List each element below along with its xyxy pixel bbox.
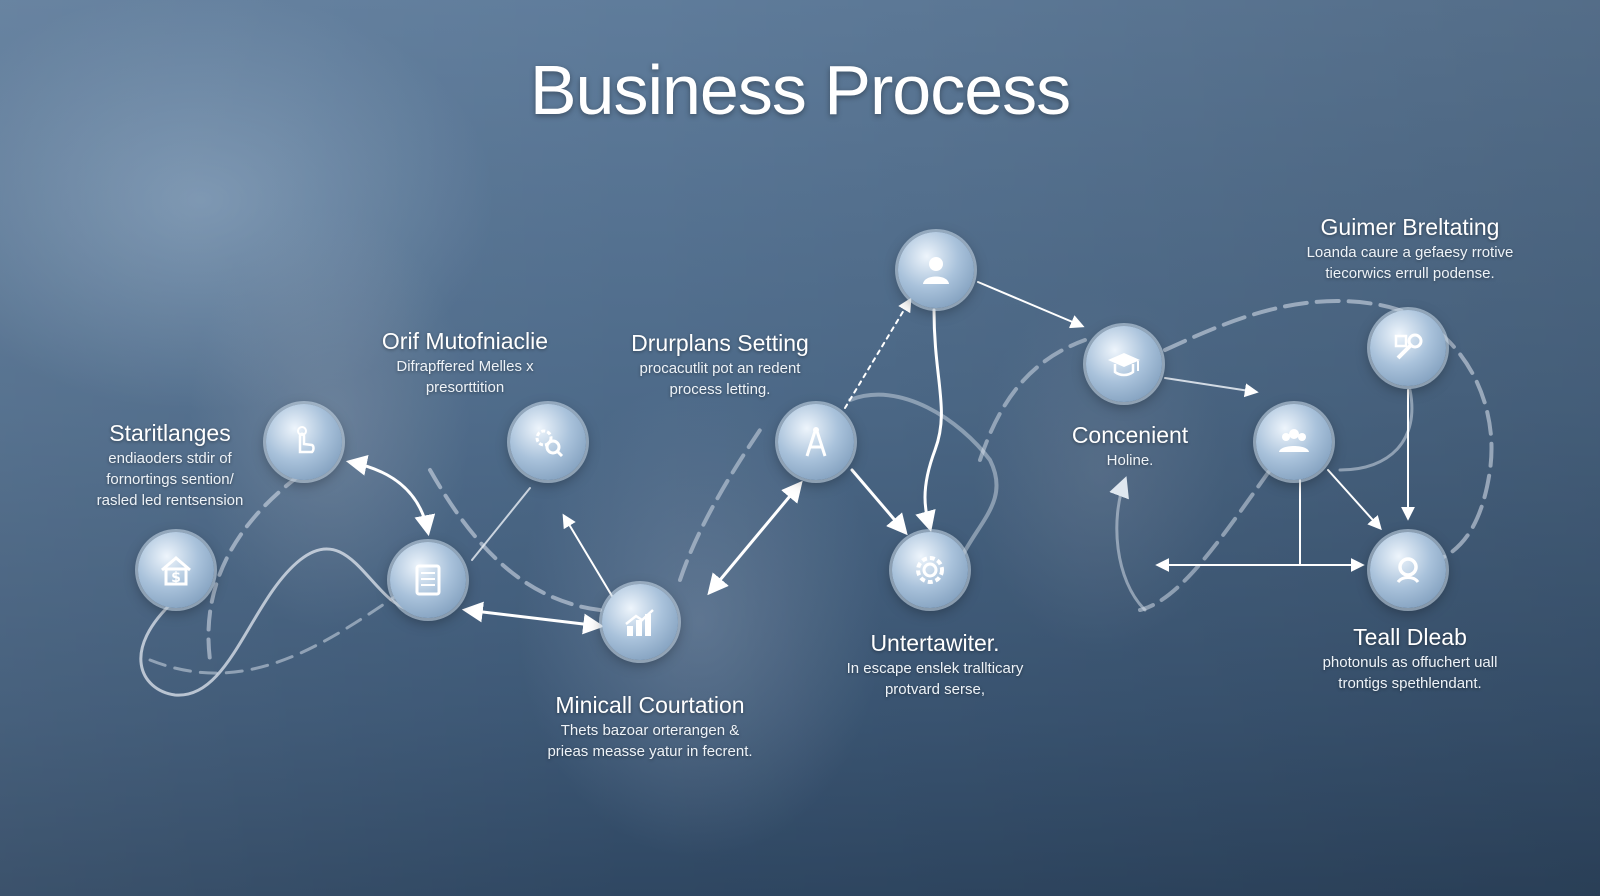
label-stage-4: Minicall Courtation Thets bazoar orteran…: [500, 690, 800, 762]
connector-curve: [1163, 299, 1494, 567]
label-line: protvard serse,: [884, 681, 986, 698]
label-heading: Minicall Courtation: [555, 692, 745, 718]
node-review[interactable]: [1370, 532, 1446, 608]
gear-cycle-icon: [916, 556, 944, 584]
magnifier-icon: [1396, 557, 1420, 584]
label-heading: Concenient: [1071, 422, 1189, 448]
label-line: presorttition: [425, 379, 505, 396]
connector-curve: [978, 338, 1087, 462]
label-line: endiaoders stdir of: [108, 450, 232, 467]
label-line: rasled led rentsension: [96, 492, 244, 509]
label-line: trontigs spethlendant.: [1338, 675, 1482, 692]
label-stage-1: Staritlanges endiaoders stdir of fornort…: [40, 418, 300, 511]
node-execution[interactable]: [892, 532, 968, 608]
label-line: photonuls as offuchert uall: [1322, 654, 1498, 671]
connector-curve: [678, 428, 762, 582]
connector-arrow: [562, 513, 613, 597]
connector-curve: [1138, 468, 1272, 612]
connector-arrow: [1327, 469, 1382, 531]
hand-touch-icon: [297, 426, 315, 454]
dollar-house-icon: $: [161, 556, 191, 586]
label-line: Thets bazoar orterangen &: [560, 722, 740, 739]
connector-curve: [1338, 388, 1414, 472]
label-line: Loanda caure a gefaesy rrotive: [1306, 244, 1514, 261]
team-icon: [1279, 429, 1309, 452]
tools-icon: [1394, 333, 1423, 360]
label-line: Difrapffered Melles x: [396, 358, 534, 375]
graduation-cap-icon: [1108, 353, 1140, 377]
label-heading: Guimer Breltating: [1320, 214, 1500, 240]
connector-arrow: [461, 601, 605, 635]
label-stage-8: Teall Dleab photonuls as offuchert uall …: [1280, 622, 1540, 694]
node-tools[interactable]: [1370, 310, 1446, 386]
node-growth[interactable]: [602, 584, 678, 660]
node-finance[interactable]: $: [138, 532, 214, 608]
node-analysis[interactable]: [510, 404, 586, 480]
label-heading: Untertawiter.: [870, 630, 1000, 656]
connector-arrow: [707, 480, 803, 596]
node-start[interactable]: [266, 404, 342, 480]
label-line: process letting.: [669, 381, 771, 398]
diagram-title: Business Process: [529, 51, 1071, 129]
label-heading: Drurplans Setting: [631, 330, 809, 356]
label-line: tiecorwics errull podense.: [1325, 265, 1495, 282]
label-stage-7: Guimer Breltating Loanda caure a gefaesy…: [1270, 212, 1550, 284]
label-line: In escape enslek trallticary: [846, 660, 1024, 677]
node-client[interactable]: [898, 232, 974, 308]
bar-chart-icon: [625, 609, 654, 636]
label-line: fornortings sention/: [106, 471, 234, 488]
node-planning[interactable]: [778, 404, 854, 480]
document-icon: [415, 564, 441, 596]
node-team[interactable]: [1256, 404, 1332, 480]
compass-icon: [805, 427, 827, 457]
connector-arrow: [471, 487, 531, 561]
connector-arrow: [977, 281, 1085, 329]
label-line: prieas measse yatur in fecrent.: [547, 743, 753, 760]
label-line: procacutlit pot an redent: [639, 360, 801, 377]
connector-curve: [206, 473, 302, 662]
connector-arrow: [844, 297, 912, 409]
label-stage-5: Untertawiter. In escape enslek tralltica…: [800, 628, 1070, 700]
node-document[interactable]: [390, 542, 466, 618]
label-stage-2: Orif Mutofniaclie Difrapffered Melles x …: [330, 326, 600, 398]
label-stage-3: Drurplans Setting procacutlit pot an red…: [590, 328, 850, 400]
label-line: Holine.: [1106, 452, 1154, 469]
label-heading: Staritlanges: [109, 420, 231, 446]
connector-arrow: [1164, 377, 1259, 398]
node-training[interactable]: [1086, 326, 1162, 402]
gear-search-icon: [535, 429, 564, 458]
svg-text:$: $: [171, 570, 181, 586]
connector-curve: [139, 547, 412, 697]
label-heading: Teall Dleab: [1353, 624, 1467, 650]
connector-arrow: [915, 308, 943, 533]
label-stage-6: Concenient Holine.: [1040, 420, 1220, 471]
connector-curve: [1109, 476, 1147, 612]
connector-curve: [848, 392, 999, 562]
connector-arrow: [345, 455, 436, 537]
connector-curve: [148, 588, 407, 675]
user-icon: [923, 257, 949, 284]
label-heading: Orif Mutofniaclie: [381, 328, 549, 354]
connector-arrow: [850, 468, 908, 536]
